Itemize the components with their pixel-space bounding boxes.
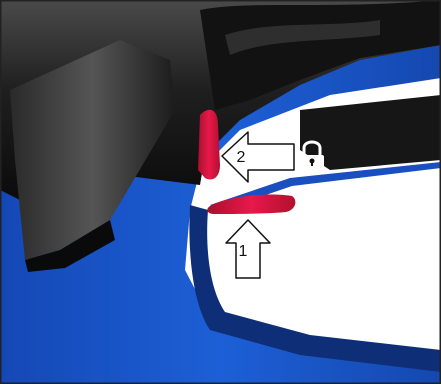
lock-button-red — [198, 110, 220, 180]
arrow-up-label: 1 — [239, 243, 248, 260]
padlock-keyhole-slot — [311, 161, 313, 166]
arrow-left-label: 2 — [237, 149, 246, 166]
